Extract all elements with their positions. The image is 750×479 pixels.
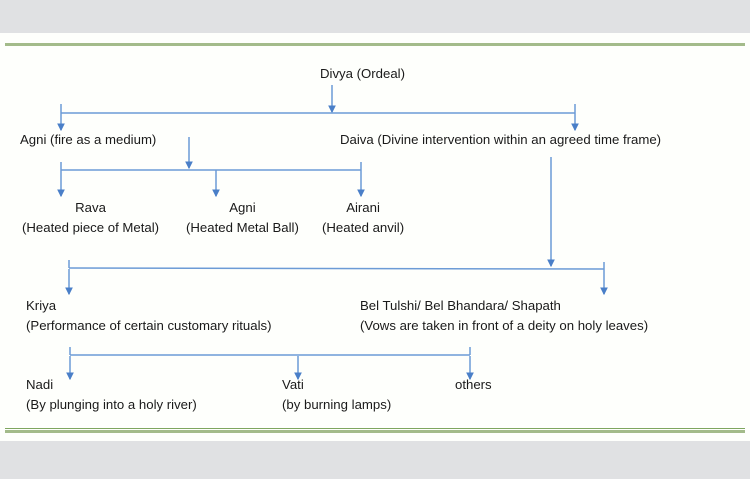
node-agni-fire-title: Agni (fire as a medium) [20,132,157,147]
node-rava-subtitle: (Heated piece of Metal) [22,220,160,235]
node-bel-tulshi[interactable]: Bel Tulshi/ Bel Bhandara/ Shapath (Vows … [360,296,648,336]
node-agni-fire[interactable]: Agni (fire as a medium) [20,130,156,150]
node-rava[interactable]: Rava (Heated piece of Metal) [22,198,159,238]
node-vati-subtitle: (by burning lamps) [282,397,392,412]
top-surround-band [0,0,750,33]
node-airani[interactable]: Airani (Heated anvil) [322,198,404,238]
node-nadi[interactable]: Nadi (By plunging into a holy river) [26,375,197,415]
node-kriya-subtitle: (Performance of certain customary ritual… [26,318,272,333]
node-kriya[interactable]: Kriya (Performance of certain customary … [26,296,272,336]
node-agni-ball[interactable]: Agni (Heated Metal Ball) [186,198,299,238]
node-divya[interactable]: Divya (Ordeal) [320,64,405,84]
node-rava-title: Rava [75,200,106,215]
node-kriya-title: Kriya [26,298,57,313]
bottom-accent-rule [5,430,745,433]
node-nadi-subtitle: (By plunging into a holy river) [26,397,197,412]
bottom-surround-band [0,441,750,479]
node-airani-subtitle: (Heated anvil) [322,220,405,235]
top-accent-rule [5,43,745,46]
node-daiva[interactable]: Daiva (Divine intervention within an agr… [340,130,661,150]
node-vati-title: Vati [282,377,304,392]
node-bel-tulshi-subtitle: (Vows are taken in front of a deity on h… [360,318,649,333]
node-others-title: others [455,377,492,392]
node-divya-title: Divya (Ordeal) [320,66,406,81]
bottom-accent-hairline [5,428,745,429]
node-nadi-title: Nadi [26,377,54,392]
node-agni-ball-title: Agni [229,200,256,215]
node-airani-title: Airani [346,200,380,215]
node-daiva-title: Daiva (Divine intervention within an agr… [340,132,662,147]
node-vati[interactable]: Vati (by burning lamps) [282,375,391,415]
node-agni-ball-subtitle: (Heated Metal Ball) [186,220,299,235]
node-bel-tulshi-title: Bel Tulshi/ Bel Bhandara/ Shapath [360,298,561,313]
slide-canvas [0,33,750,441]
node-others[interactable]: others [455,375,492,395]
